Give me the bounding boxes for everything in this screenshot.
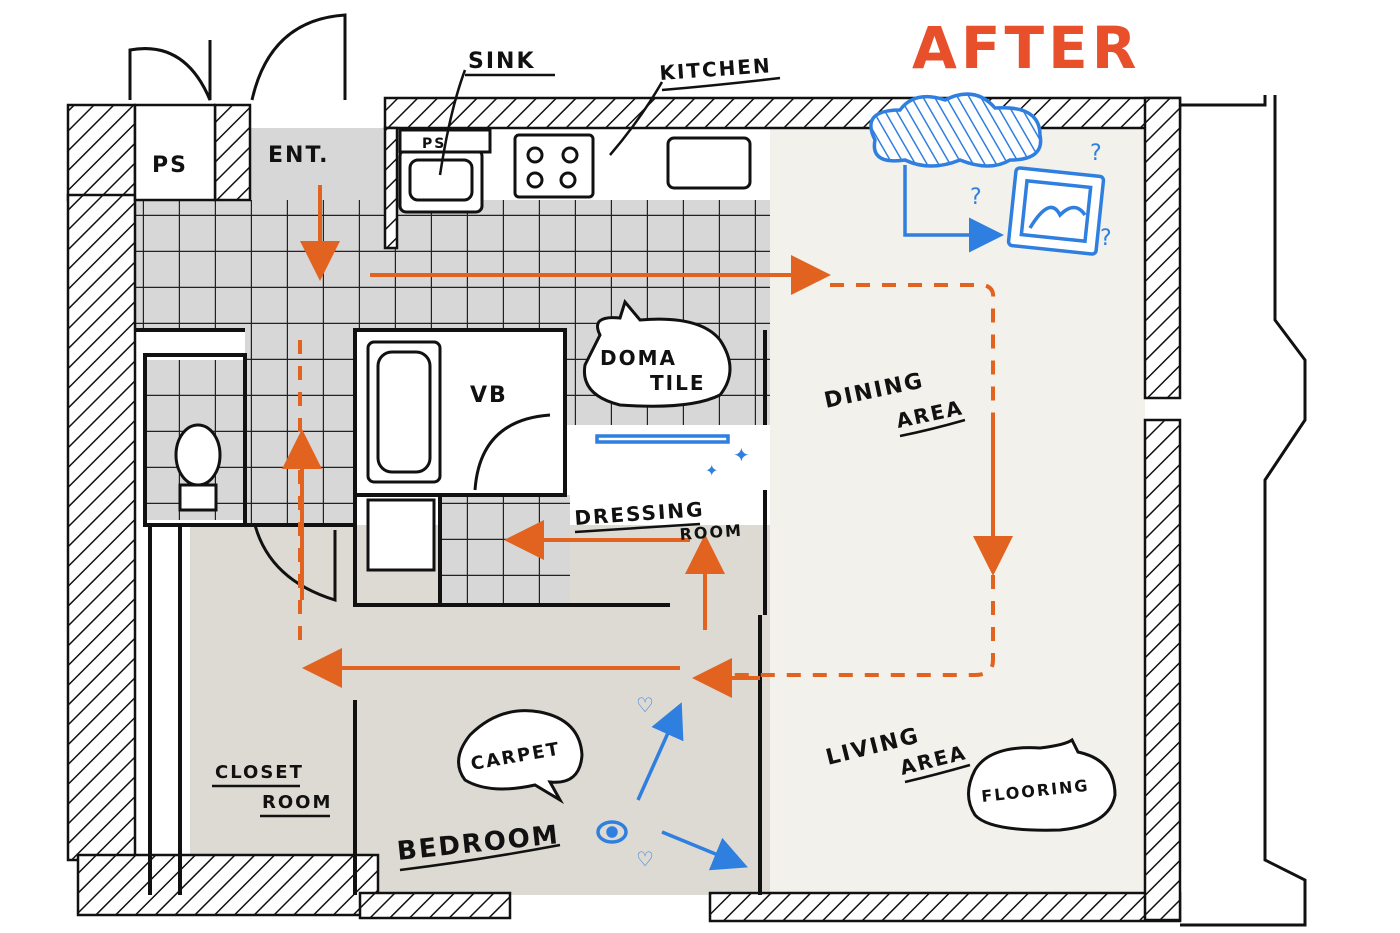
bedroom-view-arrow-up [636, 702, 684, 801]
balcony-outline [1180, 95, 1307, 927]
label-closet: CLOSET [215, 762, 304, 783]
wall-bottom-right [708, 891, 1182, 923]
bedroom-view-arrow-right [661, 830, 748, 871]
label-ps-small: PS [422, 136, 446, 152]
label-underlines [212, 73, 971, 872]
doma-tile-main [135, 200, 770, 330]
leader-lines [438, 69, 664, 176]
bathroom-fixtures [174, 128, 752, 572]
door-closet [253, 524, 337, 603]
svg-text:✦: ✦ [733, 443, 750, 467]
svg-text:?: ? [970, 185, 982, 210]
wall-top [383, 96, 1182, 130]
speech-bubbles [457, 298, 1117, 832]
door-ps [128, 40, 212, 101]
wall-right-top [1143, 96, 1182, 400]
label-ps-left: PS [152, 153, 188, 178]
label-dressing-room: ROOM [679, 521, 744, 544]
label-closet-room: ROOM [262, 792, 332, 813]
circulation-arrows [282, 185, 1013, 698]
wall-bottom-mid [358, 891, 512, 920]
svg-text:✦: ✦ [705, 461, 718, 480]
svg-text:♡: ♡ [636, 693, 654, 717]
walls [66, 96, 1182, 923]
flooring-bubble [967, 737, 1117, 832]
stove [513, 133, 595, 199]
shower [366, 498, 436, 572]
svg-text:♡: ♡ [636, 847, 654, 871]
wall-top-left [66, 103, 137, 202]
wall-left [66, 193, 137, 862]
svg-text:?: ? [1090, 141, 1102, 166]
shelf [595, 434, 730, 444]
eye-icon [596, 820, 628, 844]
wall-bottom-left [76, 853, 380, 917]
wall-top-mid [213, 103, 252, 202]
wall-ps-box [133, 103, 217, 202]
doors [128, 13, 347, 603]
svg-text:?: ? [1100, 226, 1112, 251]
label-ent: ENT. [268, 143, 329, 168]
door-entrance [250, 13, 347, 101]
toilet [174, 423, 222, 487]
doma-bubble [582, 298, 732, 408]
bathtub [366, 340, 442, 484]
wall-right-bottom [1143, 418, 1182, 922]
label-vb: VB [470, 383, 508, 408]
dressing-tile [440, 495, 570, 605]
after-title: AFTER [912, 14, 1140, 82]
label-sink: SINK [468, 49, 536, 74]
interior-walls [135, 328, 767, 895]
shower-door [473, 413, 551, 491]
blue-notes: ? ? ? ♡ ♡ ✦ ✦ [595, 92, 1112, 871]
kitchen-sink [666, 136, 752, 190]
wall-ent-right [383, 126, 399, 250]
tv-cloud [869, 92, 1043, 168]
label-doma: DOMA [600, 346, 677, 370]
label-tile: TILE [650, 371, 706, 395]
carpet-bubble [457, 709, 584, 805]
